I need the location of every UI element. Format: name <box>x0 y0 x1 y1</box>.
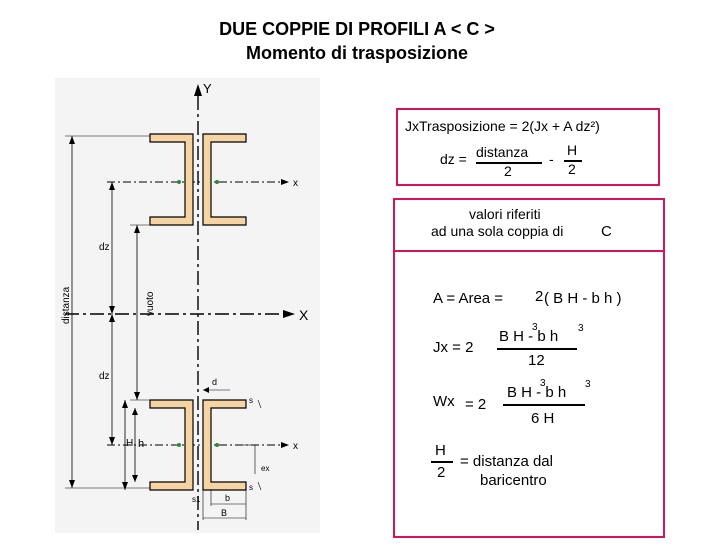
dz-denominator: 2 <box>504 163 512 179</box>
half-h-text-line2: baricentro <box>480 472 547 489</box>
page-title-line1: DUE COPPIE DI PROFILI A < C > <box>219 19 495 39</box>
values-header-line1: valori riferiti <box>469 206 541 222</box>
wx-exponent-2: 3 <box>585 379 591 390</box>
area-two: 2 <box>535 288 544 305</box>
formula-jx-transposition: JxTrasposizione = 2(Jx + A dz²) <box>405 118 600 134</box>
jx-denominator: 12 <box>528 352 545 369</box>
label-d: d <box>212 377 217 387</box>
label-s-top: s <box>249 396 253 405</box>
wx-numerator: B H - b h <box>507 384 567 401</box>
wx-fraction-bar <box>503 404 585 406</box>
axis-x-main-label: X <box>299 307 309 323</box>
profile-bottom-left <box>149 399 194 491</box>
jx-exponent-2: 3 <box>578 323 584 334</box>
jx-exponent-1: 3 <box>532 322 538 333</box>
dz-minus: - <box>549 151 554 167</box>
values-header-c: C <box>601 223 612 240</box>
profile-top-right <box>202 133 247 226</box>
half-h-fraction-bar <box>431 461 453 463</box>
label-distanza: distanza <box>61 286 72 324</box>
jx-numerator: B H - b h <box>499 328 559 345</box>
profile-bottom-right <box>202 399 247 491</box>
profiles-drawing: Y X x x distanza dz dz vuoto H h <box>55 78 320 533</box>
axis-x-top-label: x <box>293 178 298 189</box>
area-prefix: A = Area = <box>433 290 504 307</box>
profile-top-left <box>149 133 194 226</box>
axis-y-label: Y <box>203 81 212 96</box>
label-vuoto: vuoto <box>145 291 156 316</box>
area-expression: ( B H - b h ) <box>544 290 622 307</box>
h-denominator: 2 <box>568 161 576 177</box>
label-h: h <box>138 438 144 450</box>
transposition-formula-box <box>396 108 660 186</box>
values-box-divider <box>393 250 665 252</box>
values-box <box>393 198 665 538</box>
label-b: b <box>225 493 230 503</box>
page-title-line2: Momento di trasposizione <box>245 43 468 63</box>
label-s-bottom: s <box>249 483 253 492</box>
wx-exponent-1: 3 <box>540 378 546 389</box>
wx-denominator: 6 H <box>531 410 555 427</box>
label-B: B <box>221 508 227 518</box>
jx-prefix: Jx = 2 <box>433 339 474 356</box>
dz-fraction-bar <box>476 162 542 164</box>
label-dz-bottom: dz <box>99 371 110 382</box>
wx-equals-two: = 2 <box>465 396 487 413</box>
h-numerator: H <box>567 142 578 158</box>
half-h-text-line1: = distanza dal <box>460 453 553 470</box>
half-h-numerator: H <box>435 442 446 459</box>
label-ex: ex <box>261 464 269 473</box>
label-dz-top: dz <box>99 242 110 253</box>
values-header-line2: ad una sola coppia di <box>431 223 564 239</box>
jx-fraction-bar <box>497 348 577 350</box>
wx-prefix: Wx <box>433 393 455 410</box>
label-s1: s1 <box>192 495 201 504</box>
label-H: H <box>126 438 133 449</box>
half-h-denominator: 2 <box>437 464 446 481</box>
h-fraction-bar <box>564 160 582 162</box>
dz-numerator: distanza <box>476 144 529 160</box>
dz-prefix: dz = <box>440 151 467 167</box>
axis-x-bottom-label: x <box>293 441 298 452</box>
